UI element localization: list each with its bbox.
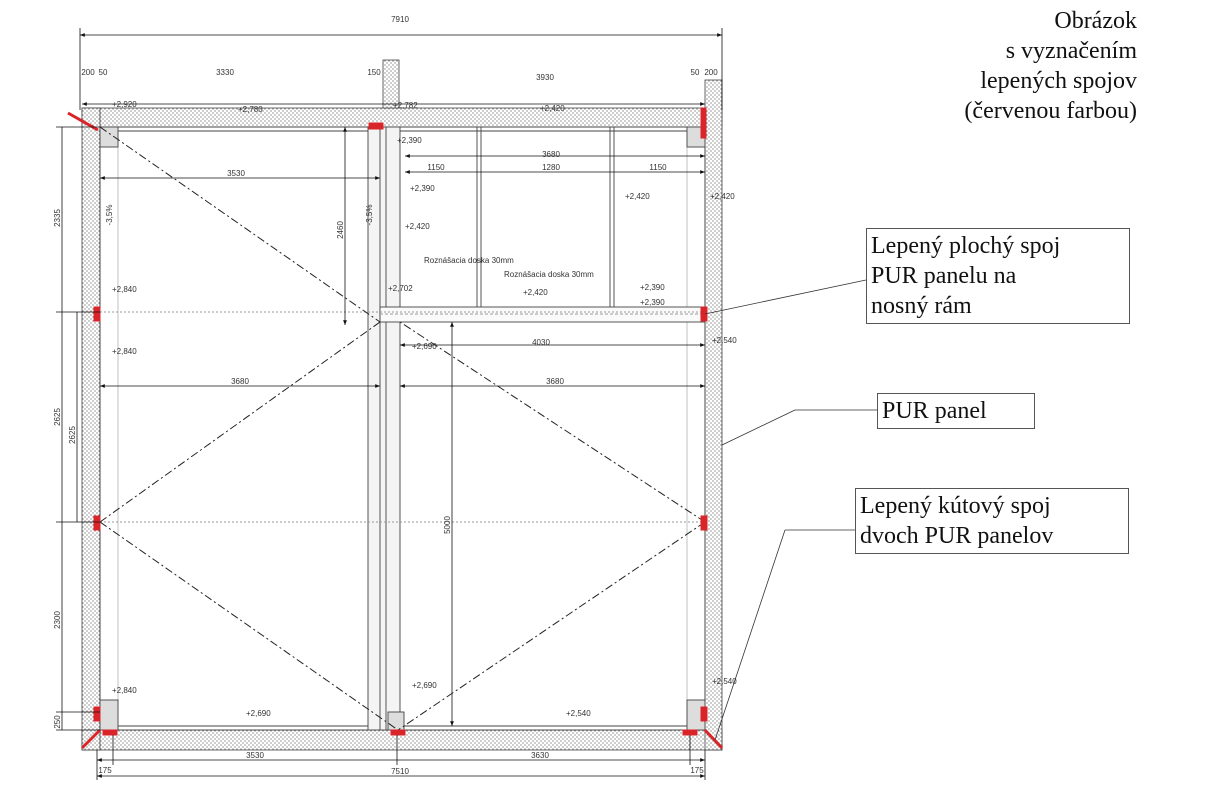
dim-label: 2625 <box>53 408 62 426</box>
level-label: +2,702 <box>388 284 413 293</box>
level-label: +2,782 <box>393 101 418 110</box>
dim-label: 1150 <box>427 163 445 172</box>
title-line: Obrázok <box>1054 8 1137 34</box>
dim-label: 175 <box>690 766 704 775</box>
level-label: +2,690 <box>246 709 271 718</box>
callout-leaders <box>704 279 877 741</box>
figure-title: Obrázok s vyznačením lepených spojov (če… <box>964 6 1137 126</box>
callout-line: PUR panelu na <box>871 263 1017 289</box>
dim-label: 2625 <box>68 426 77 444</box>
slope-label: -3,5% <box>365 205 374 226</box>
level-label: +2,420 <box>523 288 548 297</box>
dim-label: 3630 <box>531 751 549 760</box>
dim-label: 5000 <box>443 516 452 534</box>
dim-label: 3530 <box>227 169 245 178</box>
level-label: +2,690 <box>412 342 437 351</box>
level-label: +2,420 <box>710 192 735 201</box>
level-label: +2,840 <box>112 686 137 695</box>
dim-label: 2460 <box>336 221 345 239</box>
dim-label: 3680 <box>231 377 249 386</box>
callout-line: PUR panel <box>882 398 987 424</box>
dim-label: 175 <box>98 766 112 775</box>
dim-label: 3530 <box>246 751 264 760</box>
dim-label: 2335 <box>53 209 62 227</box>
dim-label: 3330 <box>216 68 234 77</box>
callout-corner-joint: Lepený kútový spoj dvoch PUR panelov <box>855 488 1129 554</box>
level-label: +2,420 <box>540 104 565 113</box>
level-label: +2,540 <box>712 677 737 686</box>
dimension-labels: 7910 200 50 3330 150 3930 50 200 3530 36… <box>53 15 718 776</box>
callout-line: Lepený plochý spoj <box>871 233 1061 259</box>
slope-label: -3,5% <box>105 205 114 226</box>
dim-label: 2300 <box>53 611 62 629</box>
title-line: lepených spojov <box>980 68 1137 94</box>
diagonal-bracing <box>99 126 706 731</box>
pur-panel-walls <box>81 59 723 751</box>
callout-pur-panel: PUR panel <box>877 393 1035 429</box>
level-label: +2,780 <box>238 105 263 114</box>
callout-line: dvoch PUR panelov <box>860 523 1054 549</box>
level-label: +2,420 <box>405 222 430 231</box>
level-labels: +2,920 +2,780 +2,782 +2,420 +2,390 +2,39… <box>112 100 737 718</box>
level-label: +2,420 <box>625 192 650 201</box>
dim-label: 50 <box>99 68 108 77</box>
dim-label: 3680 <box>546 377 564 386</box>
level-label: +2,540 <box>712 336 737 345</box>
dim-label: 250 <box>53 715 62 729</box>
level-label: +2,840 <box>112 285 137 294</box>
dim-total-top: 7910 <box>391 15 409 24</box>
callout-line: nosný rám <box>871 293 972 319</box>
dim-label: 50 <box>691 68 700 77</box>
board-note: Roznášacia doska 30mm <box>424 256 514 265</box>
level-label: +2,690 <box>412 681 437 690</box>
callout-line: Lepený kútový spoj <box>860 493 1051 519</box>
bearing-frame <box>99 126 706 731</box>
level-label: +2,920 <box>112 100 137 109</box>
level-label: +2,840 <box>112 347 137 356</box>
level-label: +2,390 <box>640 283 665 292</box>
title-line: s vyznačením <box>1005 38 1137 64</box>
dim-label: 200 <box>704 68 718 77</box>
dim-label: 1280 <box>542 163 560 172</box>
callout-flat-joint: Lepený plochý spoj PUR panelu na nosný r… <box>866 228 1130 324</box>
level-label: +2,390 <box>410 184 435 193</box>
level-label: +2,390 <box>397 136 422 145</box>
dim-label: 200 <box>81 68 95 77</box>
dim-label: 1150 <box>649 163 667 172</box>
dim-label: 7510 <box>391 767 409 776</box>
board-note: Roznášacia doska 30mm <box>504 270 594 279</box>
level-label: +2,540 <box>566 709 591 718</box>
dim-label: 3680 <box>542 150 560 159</box>
level-label: +2,390 <box>640 298 665 307</box>
dim-label: 3930 <box>536 73 554 82</box>
dim-label: 150 <box>367 68 381 77</box>
dim-label: 4030 <box>532 338 550 347</box>
title-line: (červenou farbou) <box>964 98 1137 124</box>
